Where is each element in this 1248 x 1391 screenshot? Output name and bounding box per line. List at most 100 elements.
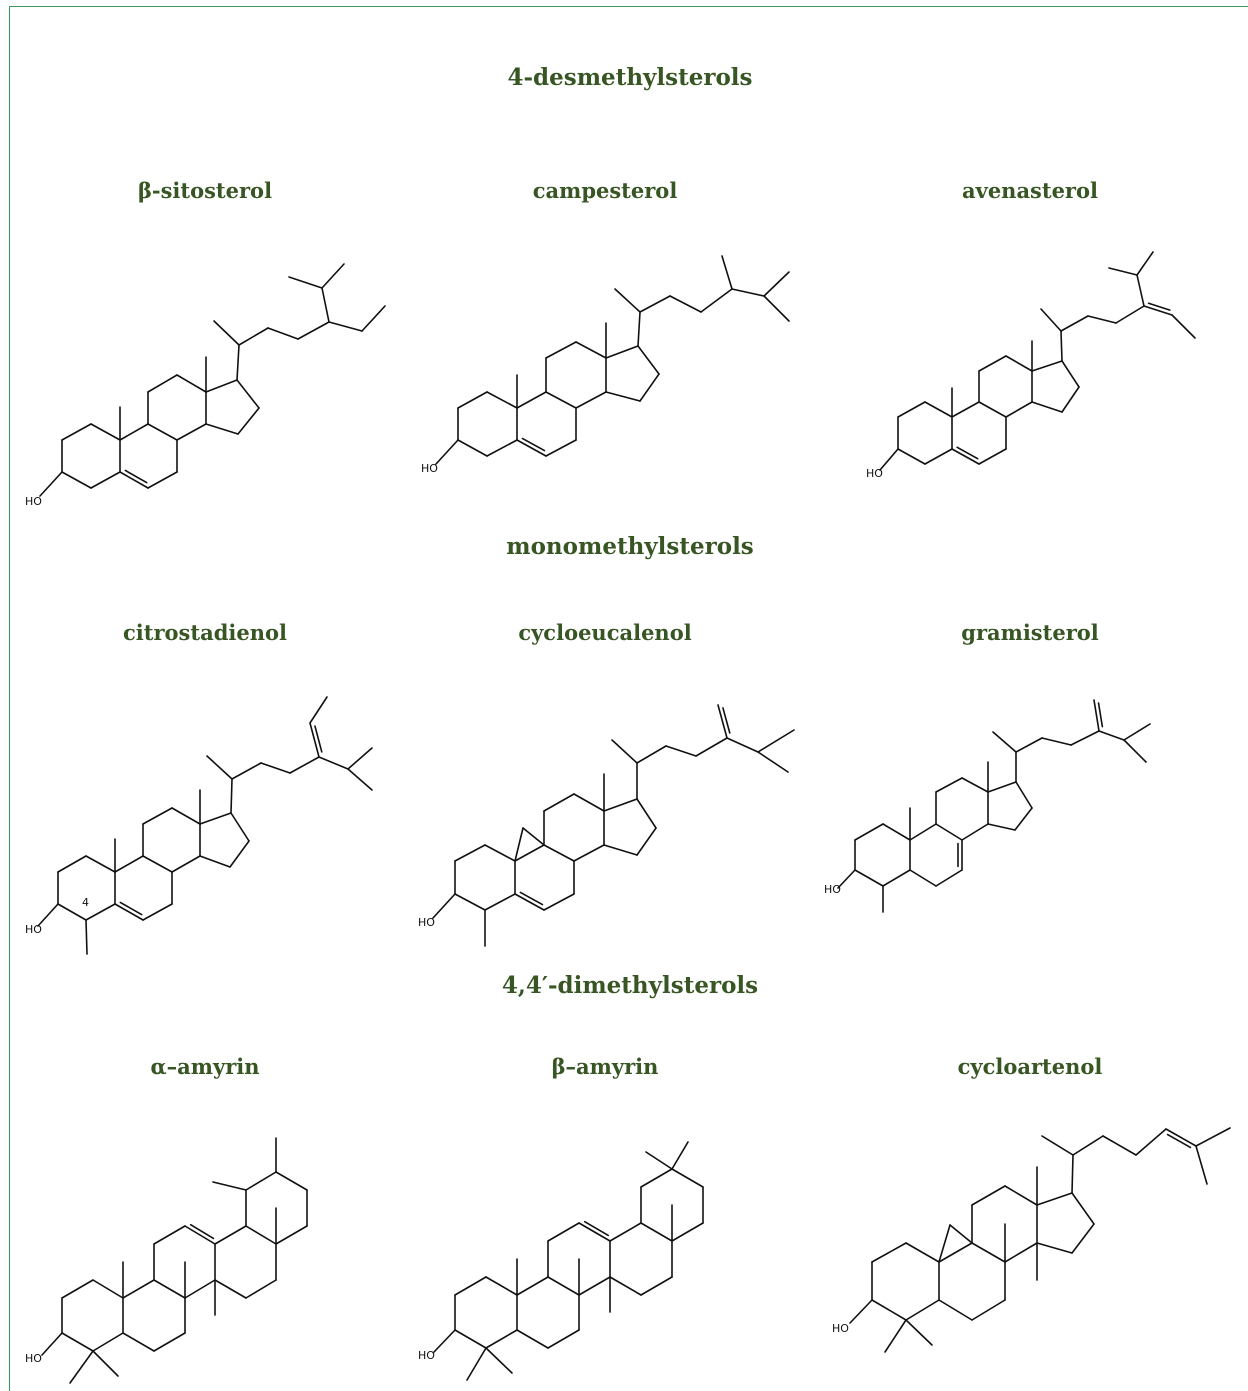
bond bbox=[516, 1329, 549, 1349]
bond bbox=[543, 893, 575, 911]
bond bbox=[288, 276, 323, 289]
bond bbox=[85, 855, 116, 873]
bond bbox=[837, 869, 856, 889]
bond bbox=[245, 1225, 277, 1245]
bond bbox=[1015, 781, 1033, 809]
bond bbox=[1123, 739, 1147, 763]
bond bbox=[637, 345, 660, 375]
bond bbox=[640, 1222, 673, 1242]
bond bbox=[245, 1279, 277, 1299]
bond bbox=[636, 827, 657, 856]
bond bbox=[1036, 1192, 1073, 1206]
bond bbox=[297, 321, 330, 340]
bond bbox=[543, 844, 575, 862]
bond bbox=[1123, 723, 1151, 741]
bond bbox=[309, 696, 328, 724]
bond bbox=[1036, 1242, 1073, 1254]
bond bbox=[147, 374, 178, 393]
double-bond bbox=[314, 725, 323, 753]
bond bbox=[971, 1185, 1006, 1206]
bond bbox=[849, 1299, 873, 1324]
bond bbox=[575, 341, 607, 359]
bond bbox=[457, 391, 488, 409]
bond bbox=[909, 869, 937, 887]
bond bbox=[486, 391, 518, 409]
bond bbox=[1071, 1154, 1074, 1194]
bond bbox=[171, 807, 201, 825]
bond bbox=[905, 1299, 940, 1321]
bond bbox=[454, 844, 486, 862]
bond bbox=[142, 807, 173, 825]
bond bbox=[184, 1225, 216, 1245]
bond bbox=[1060, 330, 1063, 362]
bond bbox=[486, 439, 518, 457]
bond bbox=[757, 729, 795, 753]
bond bbox=[231, 762, 262, 780]
hydroxyl-label: HO bbox=[832, 1322, 849, 1335]
bond bbox=[909, 823, 937, 841]
structure-avenasterol: HO bbox=[866, 251, 1196, 480]
bond bbox=[122, 1332, 155, 1352]
bond bbox=[90, 471, 121, 489]
bond bbox=[545, 391, 577, 409]
bond bbox=[114, 903, 144, 921]
compound-name-sitosterol: β-sitosterol bbox=[137, 178, 273, 203]
compound-name-gramisterol: gramisterol bbox=[961, 620, 1099, 645]
bond bbox=[514, 827, 524, 862]
bond bbox=[924, 448, 953, 465]
bond bbox=[897, 448, 926, 465]
bond bbox=[905, 1319, 933, 1346]
bond bbox=[978, 355, 1007, 372]
double-bond bbox=[956, 446, 979, 460]
hydroxyl-label: HO bbox=[824, 883, 841, 896]
bond bbox=[717, 704, 728, 739]
bond bbox=[92, 1350, 119, 1377]
bond bbox=[171, 855, 201, 873]
bond bbox=[213, 320, 240, 346]
bond bbox=[611, 739, 638, 764]
bond bbox=[435, 439, 459, 465]
bond bbox=[347, 768, 373, 791]
bond bbox=[1093, 699, 1100, 732]
bond bbox=[671, 1168, 704, 1188]
bond bbox=[545, 341, 577, 359]
bond bbox=[905, 1242, 940, 1263]
bond bbox=[1136, 251, 1154, 276]
bond bbox=[614, 288, 641, 313]
bond bbox=[603, 798, 638, 812]
double-bond bbox=[189, 1223, 215, 1240]
bond bbox=[543, 793, 575, 812]
bond bbox=[39, 471, 63, 497]
bond bbox=[69, 1350, 94, 1384]
bond bbox=[992, 731, 1017, 753]
bond bbox=[309, 722, 320, 758]
bond bbox=[1070, 730, 1100, 746]
bond bbox=[1165, 1128, 1197, 1147]
bond bbox=[206, 755, 233, 780]
bond bbox=[961, 777, 989, 793]
bond bbox=[609, 1222, 642, 1242]
bond bbox=[671, 1141, 689, 1170]
bond bbox=[514, 844, 545, 862]
bond bbox=[978, 401, 1007, 418]
bond bbox=[454, 1329, 487, 1349]
bond bbox=[347, 747, 373, 770]
bond bbox=[1102, 1135, 1137, 1156]
bond bbox=[971, 1242, 1006, 1263]
compound-name-cycloeucalenol: cycloeucalenol bbox=[518, 620, 692, 645]
bond bbox=[85, 903, 116, 921]
bond bbox=[1108, 267, 1138, 276]
bond bbox=[1041, 1135, 1074, 1156]
bond bbox=[184, 1279, 216, 1299]
bond bbox=[695, 737, 728, 757]
bond bbox=[485, 1329, 518, 1349]
bond bbox=[578, 1222, 611, 1242]
bond bbox=[1171, 314, 1196, 339]
bond bbox=[57, 903, 87, 921]
bond bbox=[949, 1224, 973, 1244]
bond bbox=[484, 844, 516, 862]
bond bbox=[328, 321, 363, 332]
bond bbox=[522, 827, 545, 846]
bond bbox=[1041, 737, 1072, 746]
bond bbox=[1195, 1145, 1208, 1185]
